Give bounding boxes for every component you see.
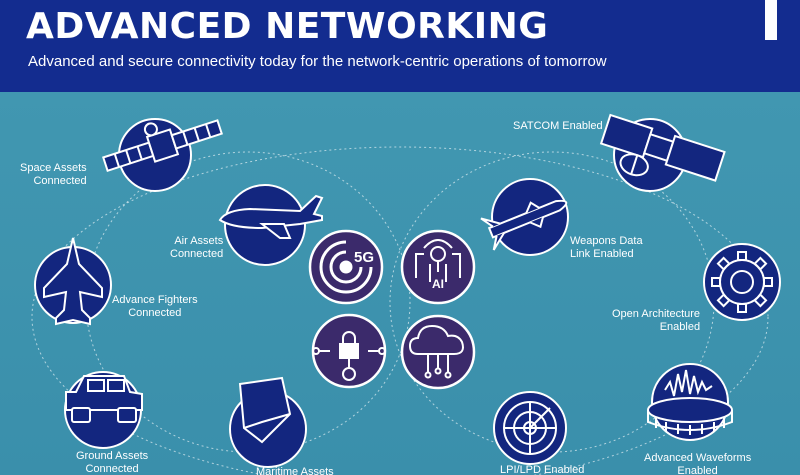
- label-advanced-waveforms: Advanced Waveforms Enabled: [644, 452, 752, 475]
- hub-cloud: [400, 314, 476, 390]
- cloud-icon: [408, 324, 464, 379]
- 5g-icon: [319, 240, 373, 294]
- hub-ai: AI: [400, 229, 476, 305]
- node-lpi-lpd: [493, 391, 567, 465]
- label-air-assets: Air Assets Connected: [170, 235, 224, 260]
- satellite-icon: [102, 119, 223, 173]
- missile-icon: [480, 199, 568, 251]
- label-satcom: SATCOM Enabled: [513, 120, 603, 132]
- network-diagram: 5G AI: [0, 92, 800, 475]
- node-open-architecture: [703, 243, 781, 321]
- ai-icon: [415, 239, 461, 282]
- fighter-jet-icon: [43, 237, 103, 326]
- padlock-icon: [312, 331, 386, 381]
- humvee-icon: [65, 375, 143, 423]
- node-satcom: [599, 113, 726, 192]
- outer-orbit: [31, 146, 769, 475]
- node-weapons-data-link: [480, 178, 569, 256]
- node-ground-assets: [64, 371, 143, 449]
- hub-security: [311, 313, 387, 389]
- node-maritime-assets: [229, 376, 307, 468]
- label-weapons-data-link: Weapons Data Link Enabled: [570, 235, 643, 260]
- aircraft-icon: [218, 194, 324, 239]
- satcom-satellite-icon: [599, 113, 726, 182]
- corner-accent-bar: [765, 0, 777, 40]
- radar-icon: [503, 401, 557, 455]
- waveform-icon: [647, 369, 733, 435]
- label-open-architecture: Open Architecture Enabled: [612, 308, 701, 333]
- label-space-assets: Space Assets Connected: [20, 162, 87, 187]
- hub-5g-label: 5G: [354, 249, 374, 266]
- node-space-assets: [102, 118, 223, 192]
- ship-icon: [238, 376, 292, 444]
- label-maritime-assets: Maritime Assets: [256, 466, 334, 475]
- gear-icon: [711, 251, 773, 313]
- page-title: ADVANCED NETWORKING: [26, 6, 549, 47]
- node-air-assets: [218, 184, 324, 266]
- node-advanced-waveforms: [647, 363, 733, 441]
- node-advance-fighters: [34, 237, 112, 326]
- diagram-canvas: 5G AI: [31, 113, 781, 475]
- header-banner: ADVANCED NETWORKING Advanced and secure …: [0, 0, 800, 92]
- label-advance-fighters: Advance Fighters Connected: [112, 294, 198, 319]
- label-ground-assets: Ground Assets Connected: [76, 450, 149, 475]
- hub-ai-label: AI: [432, 277, 444, 291]
- page-subtitle: Advanced and secure connectivity today f…: [28, 53, 607, 70]
- label-lpi-lpd: LPI/LPD Enabled: [500, 464, 585, 475]
- hub-5g: 5G: [308, 229, 384, 305]
